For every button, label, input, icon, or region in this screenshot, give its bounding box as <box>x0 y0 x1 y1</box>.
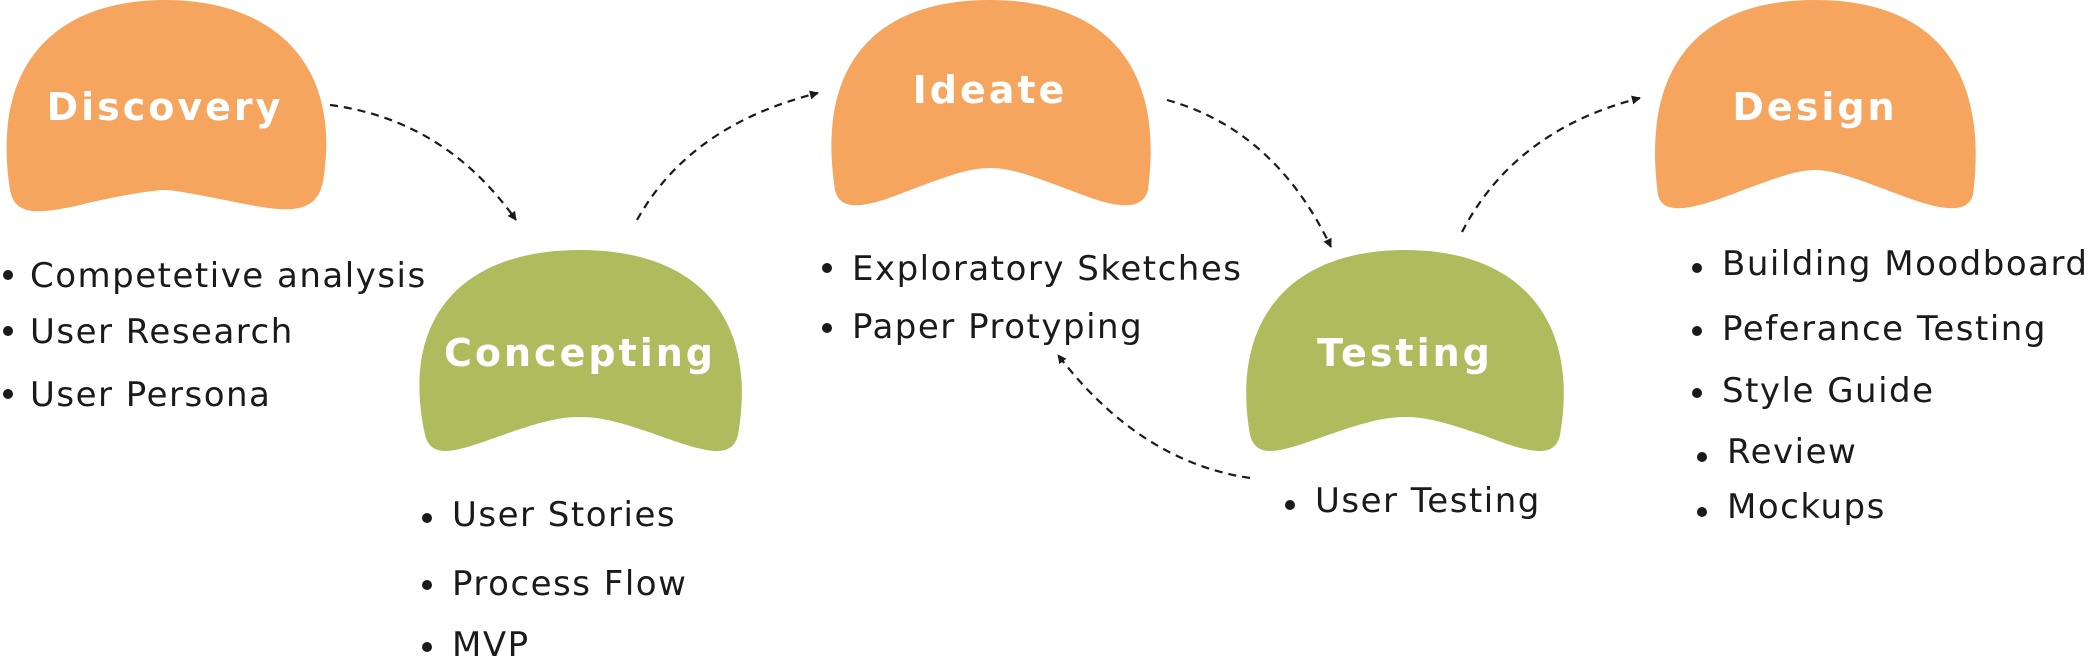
testing-item: User Testing <box>1315 481 1541 521</box>
design-blob <box>1655 0 1976 209</box>
concepting-item-bullet <box>422 642 432 652</box>
concepting-item-bullet <box>422 513 432 523</box>
stage-ideate: Ideate <box>831 0 1151 206</box>
concepting-items-list: User Stories Process Flow MVP <box>422 495 687 665</box>
testing-blob <box>1246 250 1564 451</box>
arrow-testing-to-design <box>1461 95 1641 233</box>
ideate-item: Exploratory Sketches <box>852 249 1242 289</box>
discovery-item: User Research <box>30 312 294 352</box>
concepting-title: Concepting <box>444 331 716 375</box>
concepting-item: Process Flow <box>452 564 687 604</box>
stage-concepting: Concepting <box>419 250 742 451</box>
ideate-items-list: Exploratory Sketches Paper Protyping <box>822 249 1242 347</box>
discovery-item-bullet <box>3 270 13 280</box>
discovery-title: Discovery <box>47 85 284 129</box>
testing-items-list: User Testing <box>1285 481 1541 521</box>
discovery-blob <box>6 0 327 212</box>
design-item-bullet <box>1697 507 1707 517</box>
ideate-blob <box>831 0 1151 206</box>
design-item: Review <box>1727 432 1857 472</box>
design-item-bullet <box>1692 326 1702 336</box>
concepting-blob <box>419 250 742 451</box>
stage-design: Design <box>1655 0 1976 209</box>
ideate-title: Ideate <box>913 68 1068 112</box>
discovery-item-bullet <box>3 389 13 399</box>
discovery-items-list: Competetive analysis User Research User … <box>3 256 427 415</box>
stage-testing: Testing <box>1246 250 1564 451</box>
stage-discovery: Discovery <box>6 0 327 212</box>
design-item: Peferance Testing <box>1722 309 2047 349</box>
discovery-item-bullet <box>3 326 13 336</box>
arrow-discovery-to-concepting <box>329 103 517 221</box>
design-item-bullet <box>1692 388 1702 398</box>
arrow-concepting-to-ideate <box>636 90 819 221</box>
design-title: Design <box>1732 85 1897 129</box>
design-item: Building Moodboard <box>1722 244 2088 284</box>
testing-title: Testing <box>1317 331 1493 375</box>
ideate-item-bullet <box>822 323 832 333</box>
design-item-bullet <box>1692 263 1702 273</box>
testing-item-bullet <box>1285 500 1295 510</box>
arrow-ideate-to-testing <box>1166 98 1332 248</box>
design-item-bullet <box>1697 452 1707 462</box>
arrow-testing-to-ideate <box>1057 354 1251 480</box>
ideate-item-bullet <box>822 263 832 273</box>
design-items-list: Building Moodboard Peferance Testing Sty… <box>1692 244 2088 527</box>
ideate-item: Paper Protyping <box>852 307 1143 347</box>
discovery-item: User Persona <box>30 375 271 415</box>
design-item: Mockups <box>1727 487 1886 527</box>
concepting-item-bullet <box>422 580 432 590</box>
concepting-item: User Stories <box>452 495 676 535</box>
design-item: Style Guide <box>1722 371 1935 411</box>
discovery-item: Competetive analysis <box>30 256 427 296</box>
concepting-item: MVP <box>452 625 530 665</box>
